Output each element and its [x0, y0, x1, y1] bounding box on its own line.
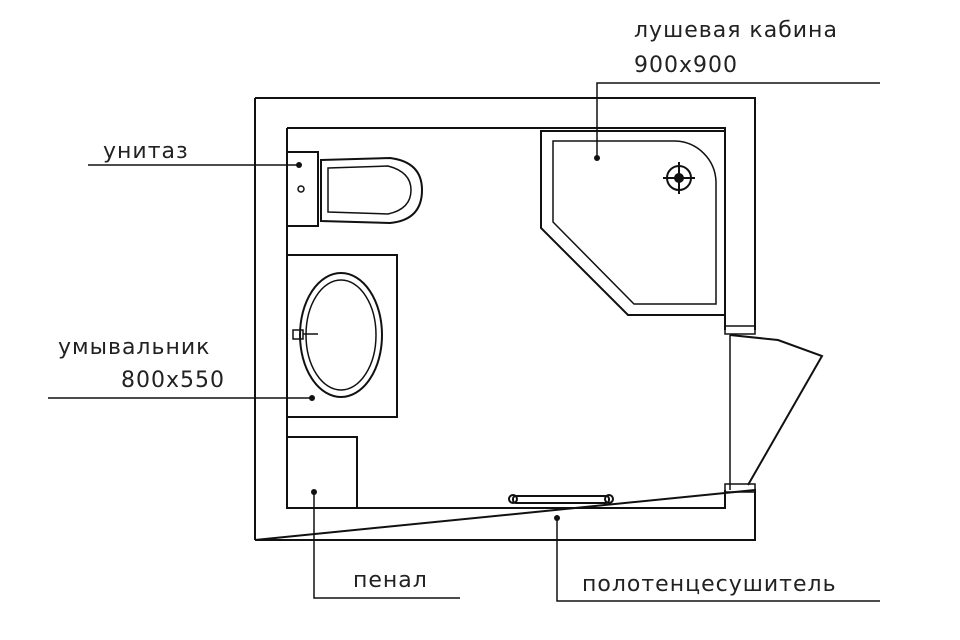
towel-dryer — [508, 494, 614, 504]
toilet-bowl-outer — [320, 156, 424, 225]
sink-counter — [286, 254, 398, 418]
leader-lines — [48, 82, 880, 602]
door-jamb-bottom — [724, 483, 756, 493]
towel-dryer-bar — [512, 495, 610, 504]
sink-size-label: 800x550 — [121, 368, 226, 393]
cabinet-label: пенал — [353, 568, 428, 593]
toilet-tank — [286, 151, 319, 227]
toilet — [286, 151, 424, 227]
sink-basin-inner — [305, 279, 377, 391]
leader-arrows — [296, 155, 600, 521]
sink-basin-outer — [299, 272, 383, 398]
door — [729, 334, 824, 490]
faucet-icon — [292, 329, 304, 340]
toilet-label: унитаз — [103, 139, 189, 164]
shower-cabin — [540, 130, 726, 316]
sink — [286, 254, 398, 418]
toilet-bowl-inner — [327, 165, 412, 215]
cabinet — [286, 436, 358, 509]
toilet-flush-icon — [297, 185, 305, 193]
door-jamb-top — [724, 325, 756, 335]
sink-label: умывальник — [58, 335, 211, 360]
shower-size-label: 900x900 — [634, 53, 739, 78]
shower-label: лушевая кабина — [634, 18, 838, 43]
towel-dryer-label: полотенцесушитель — [582, 572, 837, 597]
